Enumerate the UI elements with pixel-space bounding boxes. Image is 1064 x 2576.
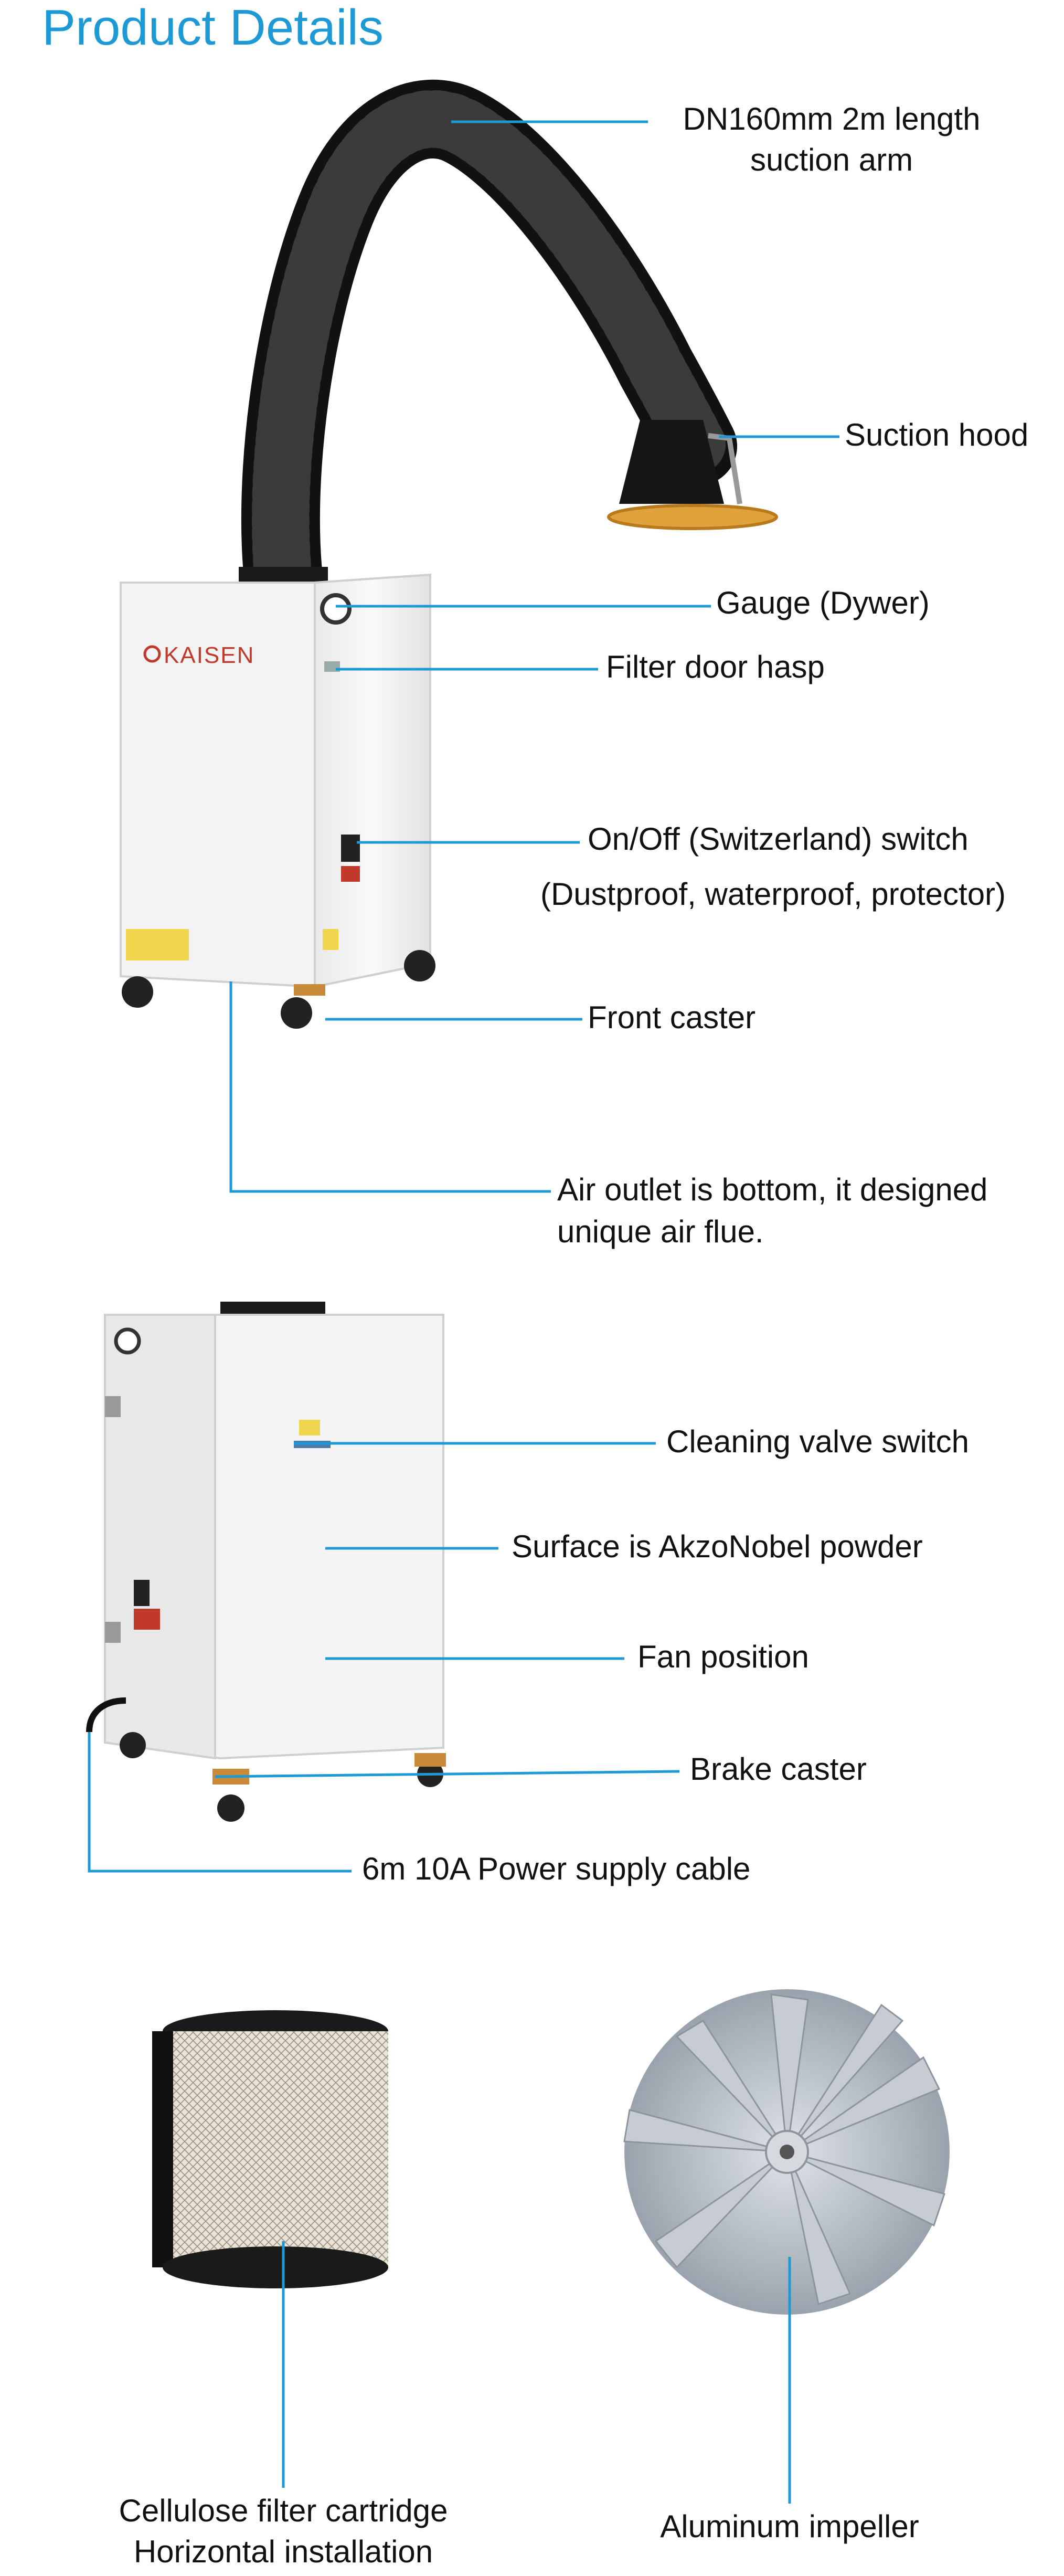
suction-hood [607, 420, 778, 530]
label-surface-powder: Surface is AkzoNobel powder [512, 1529, 923, 1564]
suction-arm-hose [241, 79, 737, 617]
page-title: Product Details [42, 0, 384, 56]
leader-lines-section1 [229, 120, 839, 1193]
label-switch-line2: (Dustproof, waterproof, protector) [540, 877, 1006, 912]
aluminum-impeller-image [623, 1989, 950, 2315]
label-suction-arm: DN160mm 2m length suction arm [653, 99, 1010, 181]
label-gauge: Gauge (Dywer) [716, 585, 930, 620]
leader-lines-section2 [88, 1442, 680, 1873]
label-filter-door-hasp: Filter door hasp [606, 649, 825, 684]
label-impeller: Aluminum impeller [660, 2509, 919, 2544]
label-power-cable: 6m 10A Power supply cable [362, 1851, 751, 1886]
label-brake-caster: Brake caster [690, 1751, 867, 1787]
label-suction-hood: Suction hood [845, 417, 1029, 452]
machine-front-view [120, 567, 435, 1029]
leader-lines-section3 [282, 2241, 791, 2504]
brand-logo-text: KAISEN [164, 642, 255, 668]
label-suction-arm-line1: DN160mm 2m length [683, 101, 981, 136]
label-fan-position: Fan position [637, 1639, 809, 1674]
label-suction-arm-line2: suction arm [750, 142, 913, 177]
machine-side-view [86, 1302, 446, 1822]
label-filter-line1: Cellulose filter cartridge [119, 2493, 448, 2528]
label-filter-line2: Horizontal installation [133, 2534, 433, 2569]
label-air-outlet-line1: Air outlet is bottom, it designed [557, 1172, 988, 1207]
kaisen-logo-icon [143, 645, 161, 663]
filter-cartridge-image [152, 2010, 388, 2288]
label-filter-cartridge: Cellulose filter cartridge Horizontal in… [73, 2490, 493, 2572]
label-switch-line1: On/Off (Switzerland) switch [588, 821, 969, 857]
label-front-caster: Front caster [588, 1000, 756, 1035]
label-cleaning-valve: Cleaning valve switch [666, 1424, 969, 1459]
label-air-outlet-line2: unique air flue. [557, 1214, 764, 1249]
